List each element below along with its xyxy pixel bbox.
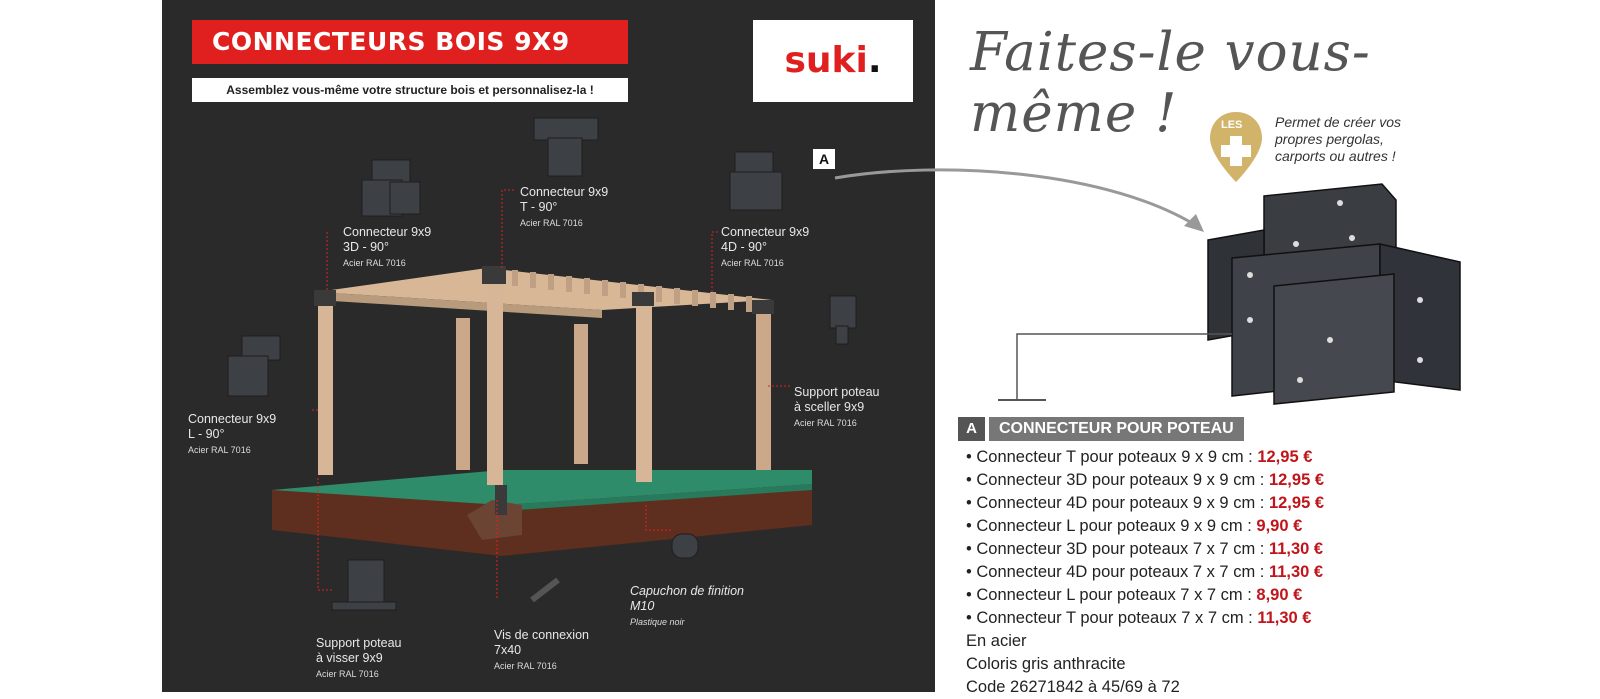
screw-shape — [530, 577, 560, 603]
les-plus-text: Permet de créer vos propres pergolas, ca… — [1275, 114, 1402, 164]
post-front-left — [318, 300, 333, 475]
les-plus-pin-icon — [1210, 112, 1262, 182]
section-title: CONNECTEUR POUR POTEAU — [989, 417, 1244, 441]
post-back-left — [456, 318, 470, 470]
price-item: • Connecteur L pour poteaux 7 x 7 cm : 8… — [966, 586, 1303, 604]
connector-holes — [1247, 200, 1423, 383]
post-front-right — [636, 300, 652, 482]
callout-line — [1016, 333, 1232, 400]
color-text: Coloris gris anthracite — [966, 655, 1126, 673]
post-front-mid — [487, 280, 503, 485]
les-badge-label: LES — [1221, 119, 1243, 131]
post-back-mid — [574, 324, 588, 464]
price-item: • Connecteur T pour poteaux 9 x 9 cm : 1… — [966, 448, 1313, 466]
section-letter: A — [958, 417, 985, 441]
section-header: A CONNECTEUR POUR POTEAU — [958, 417, 1244, 441]
price-item: • Connecteur 3D pour poteaux 7 x 7 cm : … — [966, 540, 1324, 558]
brand-logo: suki. — [753, 20, 913, 102]
ground-turf — [272, 470, 812, 505]
marker-a-label: A — [813, 149, 835, 169]
price-item: • Connecteur L pour poteaux 9 x 9 cm : 9… — [966, 517, 1303, 535]
page-subtitle: Assemblez vous-même votre structure bois… — [192, 78, 628, 102]
product-panel: CONNECTEURS BOIS 9X9 Assemblez vous-même… — [162, 0, 935, 692]
page-title: CONNECTEURS BOIS 9X9 — [192, 20, 628, 64]
arrow-head-icon — [1184, 214, 1204, 232]
headline: Faites-le vous-même ! — [970, 22, 1371, 144]
material-text: En acier — [966, 632, 1027, 650]
product-code: Code 26271842 à 45/69 à 72 — [966, 678, 1180, 696]
arrow-line — [834, 168, 1201, 230]
price-item: • Connecteur 4D pour poteaux 9 x 9 cm : … — [966, 494, 1325, 512]
pergola-illustration — [227, 117, 857, 611]
price-item: • Connecteur 4D pour poteaux 7 x 7 cm : … — [966, 563, 1324, 581]
connector-4d-product — [1207, 183, 1461, 405]
price-list: • Connecteur T pour poteaux 9 x 9 cm : 1… — [966, 446, 1324, 630]
price-item: • Connecteur T pour poteaux 7 x 7 cm : 1… — [966, 609, 1312, 627]
post-back-right — [756, 310, 771, 470]
price-item: • Connecteur 3D pour poteaux 9 x 9 cm : … — [966, 471, 1325, 489]
